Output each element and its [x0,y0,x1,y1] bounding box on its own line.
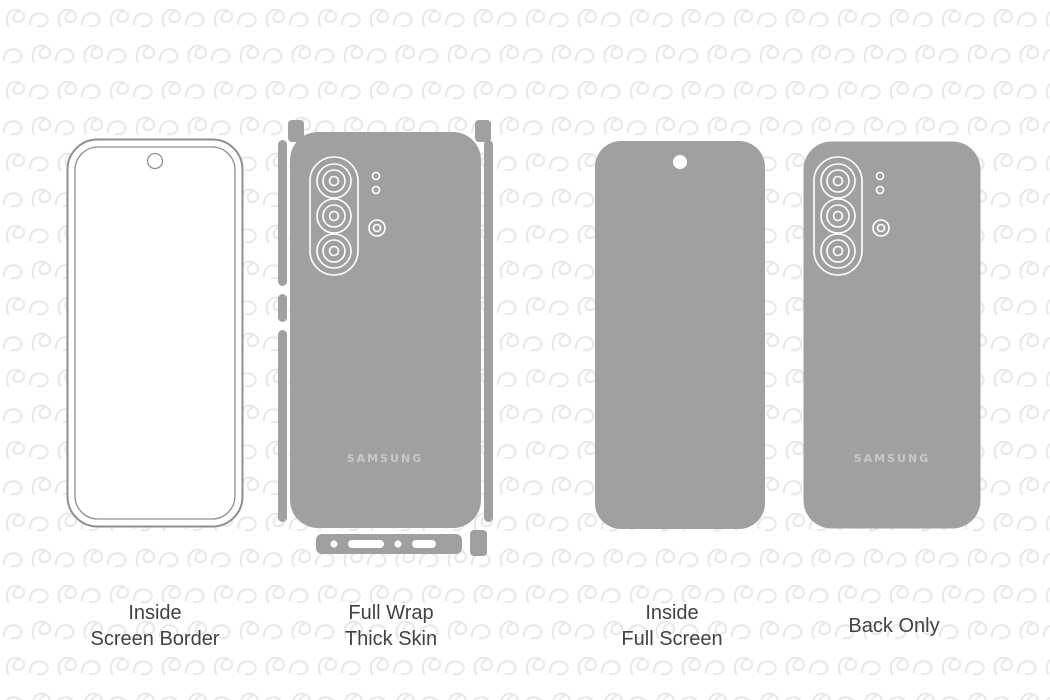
label-line: Full Screen [621,628,723,650]
camera-island-outline [813,156,863,276]
flash-icon [371,171,381,181]
template-inside-full-screen-graphic [595,141,765,529]
top-left-tab [288,120,304,142]
template-label-full-wrap-thick-skin: Full Wrap Thick Skin [271,600,511,656]
bottom-right-tab [470,530,487,556]
top-right-tab [475,120,491,142]
template-full-wrap-thick-skin-graphic: SAMSUNG [278,120,493,556]
label-line: Inside [128,602,182,624]
punch-hole-camera-cutout [673,155,687,169]
mic-dot-icon [371,185,381,195]
label-line: Screen Border [90,628,220,650]
brand-logo-text: SAMSUNG [347,452,423,465]
screen-skin-panel [595,141,765,529]
sensor-icon [368,219,386,237]
bottom-port-cutout [348,540,384,548]
phone-front-outline [66,138,244,528]
right-side-strip [484,140,493,522]
camera-module [309,156,386,276]
flash-icon [875,171,885,181]
template-label-inside-screen-border: Inside Screen Border [35,600,275,656]
template-label-back-only: Back Only [774,600,1014,656]
back-panel [290,132,481,528]
label-line: Inside [645,602,699,624]
left-side-strip-lower [278,330,287,522]
back-panel [803,141,981,529]
sensor-icon [872,219,890,237]
template-back-only-graphic: SAMSUNG [803,141,981,529]
template-inside-screen-border-graphic [66,138,244,528]
label-line: Back Only [848,615,940,637]
bottom-mic-cutout [330,540,338,548]
punch-hole-camera-icon [146,152,164,170]
template-label-inside-full-screen: Inside Full Screen [552,600,792,656]
brand-logo-text: SAMSUNG [854,452,930,465]
bottom-speaker-cutout [412,540,436,548]
bottom-flap [316,534,462,554]
bottom-mic-cutout-2 [394,540,402,548]
left-side-button-piece [278,294,287,322]
label-line: Thick Skin [344,628,438,650]
wrap-flaps [278,120,493,556]
left-side-strip-upper [278,140,287,286]
label-line: Full Wrap [348,602,434,624]
mic-dot-icon [875,185,885,195]
camera-module [813,156,890,276]
camera-island-outline [309,156,359,276]
